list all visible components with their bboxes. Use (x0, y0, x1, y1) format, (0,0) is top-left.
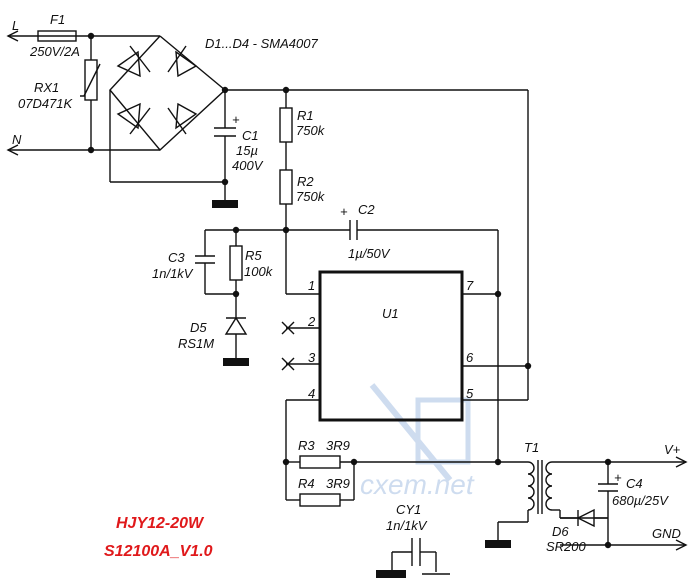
label-t1: T1 (524, 440, 539, 455)
label-c3: C3 (168, 250, 185, 265)
label-pin3: 3 (308, 350, 316, 365)
label-r2-val: 750k (296, 189, 326, 204)
label-c1-plus: + (232, 112, 240, 127)
label-c2-plus: + (340, 204, 348, 219)
label-c2: C2 (358, 202, 375, 217)
label-r5-val: 100k (244, 264, 274, 279)
label-c2-val: 1µ/50V (348, 246, 391, 261)
label-d5-part: RS1M (178, 336, 214, 351)
label-r4: R4 (298, 476, 315, 491)
label-c4-val: 680µ/25V (612, 493, 669, 508)
label-r5: R5 (245, 248, 262, 263)
label-c1-cap: 15µ (236, 143, 258, 158)
label-r1: R1 (297, 108, 314, 123)
ic-u1 (281, 90, 532, 500)
capacitor-c2 (286, 220, 502, 460)
sense-resistors-r3-r4 (282, 455, 502, 507)
label-vplus: V+ (664, 442, 681, 457)
label-rx1-part: 07D471K (18, 96, 74, 111)
label-cy1: CY1 (396, 502, 421, 517)
label-pin6: 6 (466, 350, 474, 365)
varistor-rx1 (84, 59, 98, 101)
capacitor-c1 (212, 90, 238, 208)
output-stage (560, 456, 688, 551)
label-d5: D5 (190, 320, 207, 335)
label-d6-part: SR200 (546, 539, 587, 554)
label-r3-val: 3R9 (326, 438, 350, 453)
title-line-1: HJY12-20W (116, 515, 205, 532)
label-pin7: 7 (466, 278, 474, 293)
capacitor-cy1 (376, 538, 450, 578)
label-pin2: 2 (307, 314, 316, 329)
label-pin1: 1 (308, 278, 315, 293)
label-r1-val: 750k (296, 123, 326, 138)
resistors-r1-r2 (279, 90, 320, 295)
label-u1: U1 (382, 306, 399, 321)
label-fuse-rating: 250V/2A (29, 44, 80, 59)
label-r2: R2 (297, 174, 314, 189)
label-gnd: GND (652, 526, 681, 541)
label-n: N (12, 132, 22, 147)
label-cy1-val: 1n/1kV (386, 518, 428, 533)
label-c4: C4 (626, 476, 643, 491)
label-d6: D6 (552, 524, 569, 539)
label-c1: C1 (242, 128, 259, 143)
label-pin5: 5 (466, 386, 474, 401)
label-c1-volt: 400V (232, 158, 264, 173)
watermark-text: cxem.net (360, 469, 475, 500)
label-c4-plus: + (614, 470, 622, 485)
transformer-t1 (485, 460, 686, 548)
snubber-c3-r5-d5 (195, 226, 286, 366)
label-bridge: D1...D4 - SMA4007 (205, 36, 318, 51)
bridge-rectifier (109, 35, 229, 183)
label-f1: F1 (50, 12, 65, 27)
label-rx1: RX1 (34, 80, 59, 95)
label-pin4: 4 (308, 386, 315, 401)
watermark: cxem.net (360, 383, 475, 500)
label-l: L (12, 18, 19, 33)
label-c3-val: 1n/1kV (152, 266, 194, 281)
label-r3: R3 (298, 438, 315, 453)
title-line-2: S12100A_V1.0 (104, 543, 213, 560)
label-r4-val: 3R9 (326, 476, 350, 491)
input-terminals (6, 30, 160, 156)
